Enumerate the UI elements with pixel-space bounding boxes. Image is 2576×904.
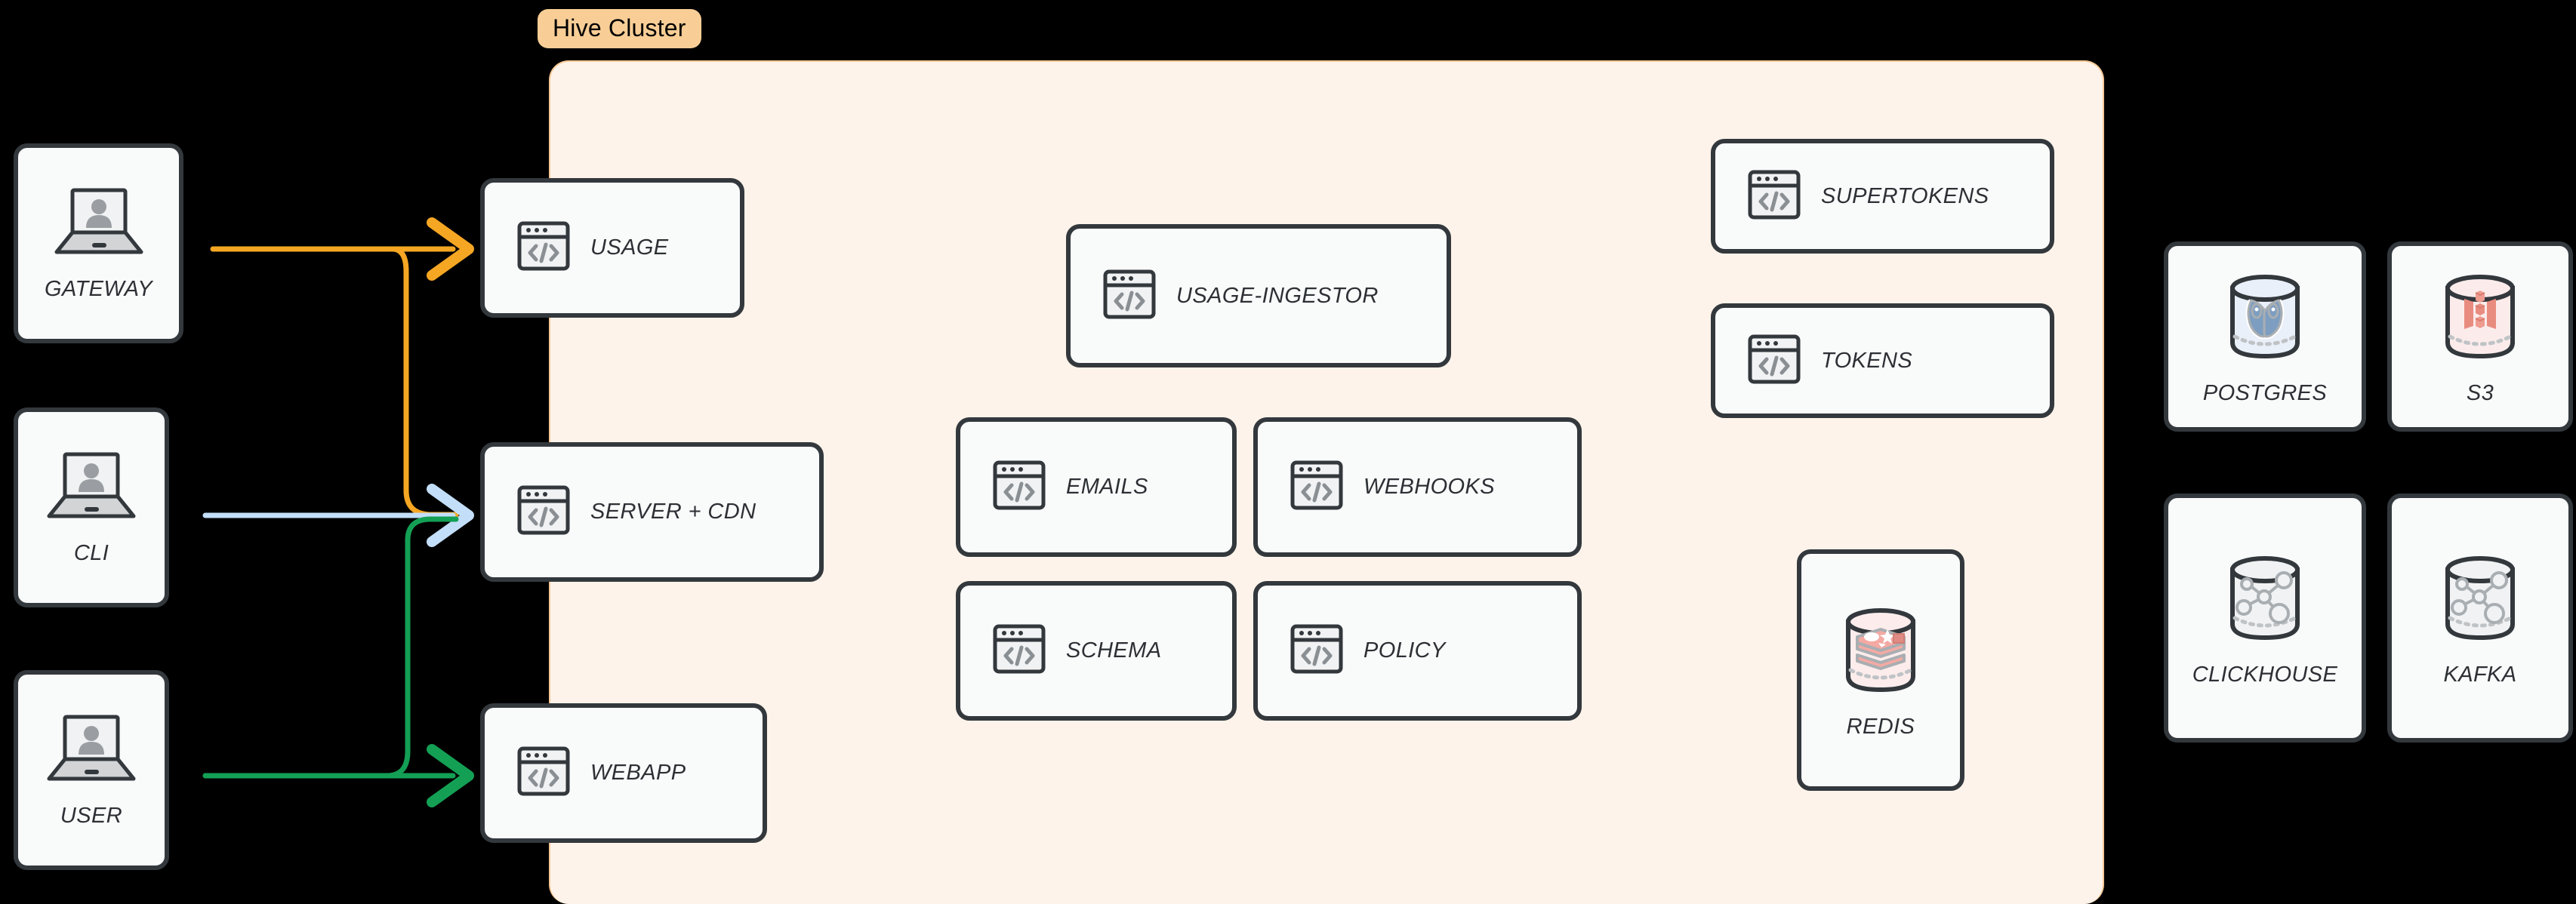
code-window-icon [992, 458, 1046, 516]
node-usage[interactable]: USAGE [480, 178, 744, 318]
node-clickhouse[interactable]: CLICKHOUSE [2164, 494, 2366, 743]
code-window-icon [516, 744, 571, 802]
node-label: USER [60, 803, 123, 828]
node-s3[interactable]: S3 [2387, 241, 2573, 432]
code-window-icon [1747, 168, 1801, 226]
node-label: CLICKHOUSE [2192, 663, 2338, 687]
node-policy[interactable]: POLICY [1253, 581, 1582, 721]
node-server-cdn[interactable]: SERVER + CDN [480, 442, 824, 582]
node-usage-ingestor[interactable]: USAGE-INGESTOR [1066, 224, 1451, 367]
node-postgres[interactable]: POSTGRES [2164, 241, 2366, 432]
node-label: EMAILS [1066, 475, 1148, 499]
code-window-icon [1290, 458, 1344, 516]
node-supertokens[interactable]: SUPERTOKENS [1711, 139, 2054, 254]
node-label: REDIS [1846, 715, 1915, 739]
node-tokens[interactable]: TOKENS [1711, 303, 2054, 418]
node-label: POLICY [1363, 638, 1446, 663]
node-user[interactable]: USER [14, 670, 169, 870]
node-label: WEBHOOKS [1363, 475, 1495, 499]
node-label: USAGE [590, 235, 669, 260]
code-window-icon [516, 219, 571, 277]
edge-gateway-to-server-cdn [390, 246, 459, 518]
node-cli[interactable]: CLI [14, 407, 169, 607]
node-label: WEBAPP [590, 761, 686, 785]
node-label: TOKENS [1821, 348, 1913, 373]
node-label: USAGE-INGESTOR [1176, 283, 1379, 308]
code-window-icon [992, 622, 1046, 680]
node-label: GATEWAY [45, 276, 153, 301]
node-gateway[interactable]: GATEWAY [14, 143, 183, 343]
code-window-icon [1102, 267, 1157, 325]
node-label: SUPERTOKENS [1821, 183, 1989, 208]
laptop-user-icon [49, 186, 149, 265]
node-emails[interactable]: EMAILS [956, 417, 1237, 557]
node-redis[interactable]: REDIS [1797, 549, 1964, 791]
database-s3-icon [2431, 267, 2529, 369]
node-label: S3 [2466, 381, 2494, 405]
node-label: CLI [73, 540, 109, 565]
edge-user-to-server-cdn [202, 516, 459, 779]
database-clickhouse-icon [2216, 549, 2314, 650]
laptop-user-icon [42, 450, 141, 529]
laptop-user-icon [42, 712, 141, 792]
node-label: POSTGRES [2202, 381, 2328, 405]
node-webapp[interactable]: WEBAPP [480, 703, 767, 843]
node-label: KAFKA [2443, 663, 2517, 687]
node-kafka[interactable]: KAFKA [2387, 494, 2573, 743]
node-schema[interactable]: SCHEMA [956, 581, 1237, 721]
code-window-icon [1290, 622, 1344, 680]
node-webhooks[interactable]: WEBHOOKS [1253, 417, 1582, 557]
database-redis-icon [1832, 601, 1930, 703]
hive-cluster-label: Hive Cluster [538, 9, 701, 48]
database-kafka-icon [2431, 549, 2529, 650]
code-window-icon [516, 483, 571, 541]
node-label: SERVER + CDN [590, 500, 756, 524]
node-label: SCHEMA [1066, 638, 1162, 663]
database-postgres-icon [2216, 267, 2314, 369]
code-window-icon [1747, 332, 1801, 390]
